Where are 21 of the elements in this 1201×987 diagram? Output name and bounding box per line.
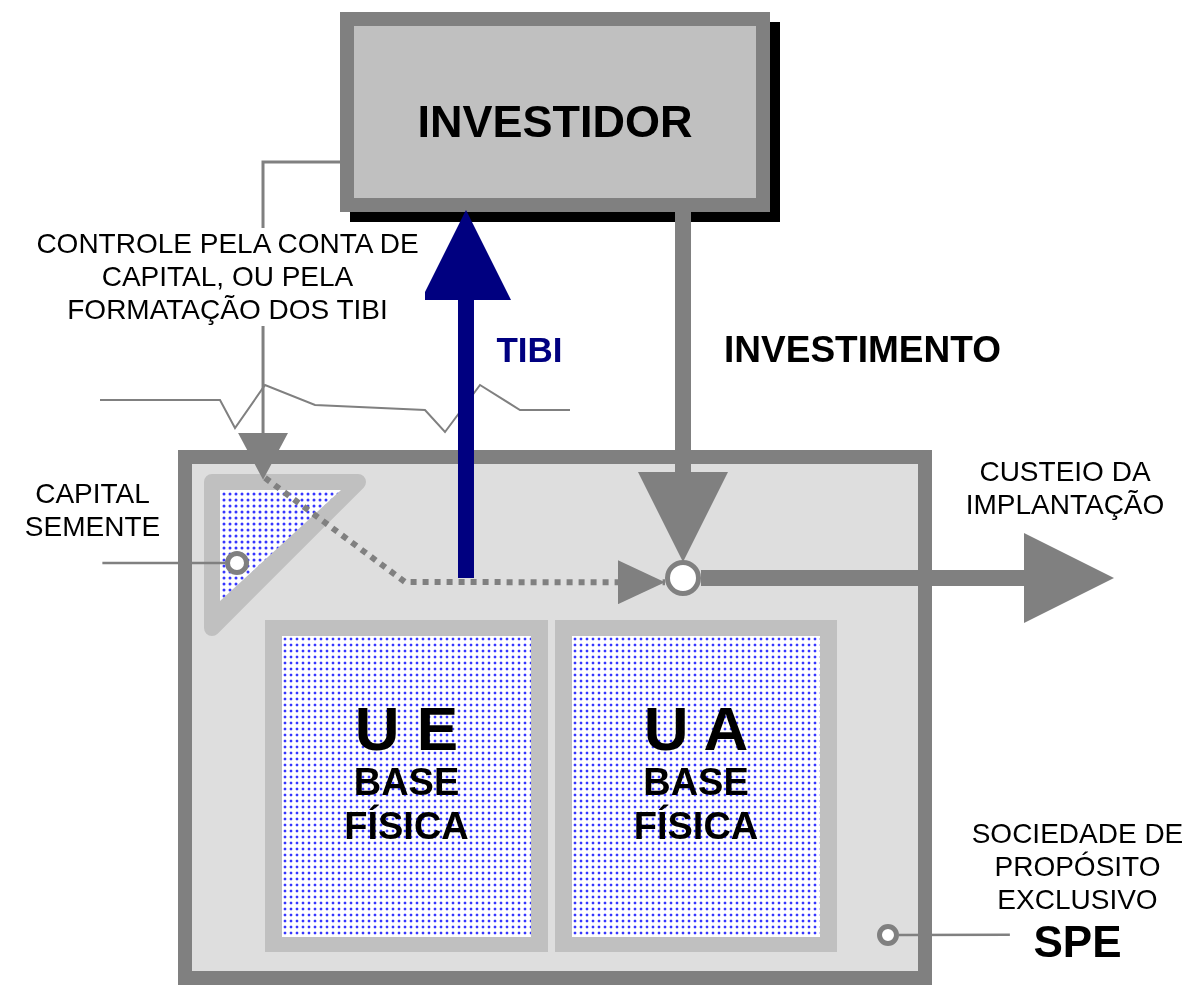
callout-text: SOCIEDADE DE PROPÓSITO EXCLUSIVO (970, 818, 1185, 917)
dotted-arrow (263, 475, 665, 605)
unit-title: U A (643, 698, 749, 760)
unit-box (265, 620, 548, 952)
leader-line (899, 933, 1010, 937)
abbreviation-text: SPE (1032, 916, 1123, 968)
circle-marker (665, 560, 701, 596)
company-box (178, 450, 932, 985)
edge-label: TIBI (495, 330, 564, 371)
callout-text: CAPITAL SEMENTE (23, 478, 162, 544)
unit-subtitle: BASE FÍSICA (632, 760, 760, 849)
edge-label: INVESTIMENTO (723, 328, 1002, 372)
arrow (701, 533, 1114, 623)
circle-marker (877, 924, 899, 946)
leader-line (102, 561, 225, 565)
unit-subtitle: BASE FÍSICA (343, 760, 470, 849)
arrow (638, 212, 728, 562)
node-title: INVESTIDOR (417, 96, 693, 148)
edge-label: CUSTEIO DA IMPLANTAÇÃO (964, 456, 1166, 522)
unit-box (555, 620, 837, 952)
unit-title: U E (354, 698, 459, 760)
